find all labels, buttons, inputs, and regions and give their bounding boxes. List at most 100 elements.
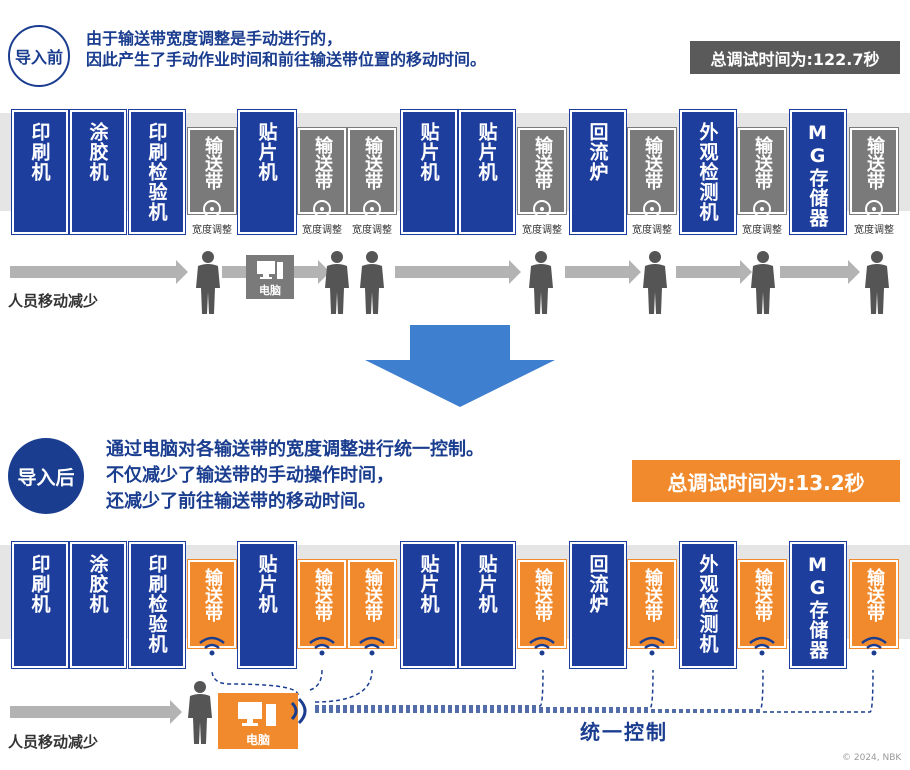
after-total-time-text: 总调试时间为:13.2秒 bbox=[667, 470, 865, 495]
worker-icon bbox=[865, 251, 889, 314]
machine-block: 贴片机 bbox=[400, 541, 458, 669]
conveyor-label: 输送带 bbox=[362, 136, 383, 190]
before-staff-label: 人员移动减少 bbox=[8, 292, 99, 310]
after-desc-line-2: 不仅减少了输送带的手动操作时间， bbox=[106, 465, 394, 486]
machine-label: 贴片机 bbox=[475, 554, 498, 614]
control-line bbox=[315, 669, 874, 713]
after-total-time: 总调试时间为:13.2秒 bbox=[632, 460, 900, 502]
conveyor-block: 输送带 bbox=[297, 559, 347, 649]
machine-block: 涂胶机 bbox=[69, 541, 127, 669]
wifi-icon bbox=[639, 636, 665, 656]
after-description: 通过电脑对各输送带的宽度调整进行统一控制。 不仅减少了输送带的手动操作时间， 还… bbox=[106, 437, 484, 515]
down-arrow-icon bbox=[365, 325, 555, 407]
before-flow-arrows bbox=[10, 260, 860, 284]
control-line bbox=[315, 669, 654, 709]
before-total-time-text: 总调试时间为:122.7秒 bbox=[710, 49, 880, 69]
machine-block: 回流炉 bbox=[569, 541, 627, 669]
machine-block: MG存储器 bbox=[789, 109, 847, 235]
worker-icon bbox=[325, 251, 349, 314]
machine-label: 回流炉 bbox=[586, 554, 609, 614]
adjust-wheel-icon bbox=[363, 200, 381, 218]
after-desc-line-1: 通过电脑对各输送带的宽度调整进行统一控制。 bbox=[106, 439, 484, 460]
conveyor-label: 输送带 bbox=[752, 568, 773, 622]
after-pc-box: 电脑 bbox=[218, 693, 298, 749]
conveyor-label: 输送带 bbox=[864, 136, 885, 190]
machine-label: 贴片机 bbox=[255, 554, 278, 614]
machine-label: 贴片机 bbox=[417, 554, 440, 614]
wifi-icon bbox=[861, 636, 887, 656]
pc-icon bbox=[257, 261, 283, 279]
machine-block: MG存储器 bbox=[789, 541, 847, 669]
conveyor-block: 输送带 bbox=[517, 559, 567, 649]
machine-block: 印刷机 bbox=[11, 541, 69, 669]
machine-label: 印刷检验机 bbox=[145, 554, 168, 654]
machine-block: 印刷检验机 bbox=[128, 541, 186, 669]
control-line bbox=[315, 669, 544, 707]
conveyor-label: 输送带 bbox=[642, 136, 663, 190]
adjust-wheel-icon bbox=[753, 200, 771, 218]
machine-block: 贴片机 bbox=[458, 541, 516, 669]
conveyor-block: 输送带 bbox=[849, 559, 899, 649]
machine-label: 贴片机 bbox=[255, 122, 278, 182]
after-flow-svg bbox=[10, 669, 874, 724]
wifi-icon bbox=[749, 636, 775, 656]
before-pc-label: 电脑 bbox=[259, 284, 281, 297]
conveyor-label: 输送带 bbox=[532, 568, 553, 622]
flow-arrow bbox=[676, 260, 752, 284]
machine-block: 贴片机 bbox=[400, 109, 458, 235]
conveyor-block: 输送带 bbox=[737, 559, 787, 649]
conveyor-label: 输送带 bbox=[362, 568, 383, 622]
width-adjust-label: 宽度调整 bbox=[522, 225, 562, 236]
machine-label: 印刷机 bbox=[28, 122, 51, 182]
conveyor-block: 输送带 bbox=[627, 127, 677, 215]
before-badge-text: 导入前 bbox=[14, 48, 63, 67]
width-adjust-label: 宽度调整 bbox=[192, 225, 232, 236]
conveyor-label: 输送带 bbox=[312, 136, 333, 190]
machine-label: 涂胶机 bbox=[86, 122, 109, 182]
before-badge: 导入前 bbox=[8, 25, 70, 87]
flow-arrow bbox=[780, 260, 860, 284]
conveyor-label: 输送带 bbox=[864, 568, 885, 622]
worker-icon bbox=[529, 251, 553, 314]
machine-block: 贴片机 bbox=[458, 109, 516, 235]
machine-label: 贴片机 bbox=[417, 122, 440, 182]
transition-arrow bbox=[365, 325, 555, 407]
worker-icon bbox=[188, 681, 212, 744]
flow-arrow bbox=[10, 260, 188, 284]
machine-block: 回流炉 bbox=[569, 109, 627, 235]
conveyor-block: 输送带 bbox=[187, 127, 237, 215]
width-adjust-label: 宽度调整 bbox=[632, 225, 672, 236]
worker-icon bbox=[643, 251, 667, 314]
width-adjust-label: 宽度调整 bbox=[302, 225, 342, 236]
flow-arrow bbox=[395, 260, 521, 284]
after-badge: 导入后 bbox=[8, 438, 84, 514]
control-line bbox=[315, 669, 764, 711]
machine-label: MG存储器 bbox=[806, 122, 829, 228]
before-pc-box: 电脑 bbox=[246, 255, 294, 299]
machine-block: 贴片机 bbox=[237, 109, 297, 235]
after-desc-line-3: 还减少了前往输送带的移动时间。 bbox=[106, 491, 376, 512]
control-line bbox=[211, 669, 299, 696]
machine-block: 印刷检验机 bbox=[128, 109, 186, 235]
adjust-wheel-icon bbox=[313, 200, 331, 218]
before-desc-line-1: 由于输送带宽度调整是手动进行的， bbox=[86, 29, 343, 48]
conveyor-label: 输送带 bbox=[532, 136, 553, 190]
control-label: 统一控制 bbox=[580, 720, 668, 744]
flow-arrow bbox=[10, 700, 182, 724]
after-staff-label: 人员移动减少 bbox=[8, 733, 99, 751]
machine-block: 外观检测机 bbox=[679, 541, 737, 669]
machine-label: 外观检测机 bbox=[696, 122, 719, 222]
wifi-icon bbox=[359, 636, 385, 656]
width-adjust-label: 宽度调整 bbox=[352, 225, 392, 236]
conveyor-block: 输送带 bbox=[347, 559, 397, 649]
width-adjust-label: 宽度调整 bbox=[742, 225, 782, 236]
copyright: © 2024, NBK bbox=[842, 753, 902, 763]
adjust-wheel-icon bbox=[865, 200, 883, 218]
width-adjust-label: 宽度调整 bbox=[854, 225, 894, 236]
machine-label: 回流炉 bbox=[586, 122, 609, 182]
conveyor-label: 输送带 bbox=[312, 568, 333, 622]
machine-label: 印刷检验机 bbox=[145, 122, 168, 222]
conveyor-label: 输送带 bbox=[642, 568, 663, 622]
machine-label: 印刷机 bbox=[28, 554, 51, 614]
worker-icon bbox=[751, 251, 775, 314]
